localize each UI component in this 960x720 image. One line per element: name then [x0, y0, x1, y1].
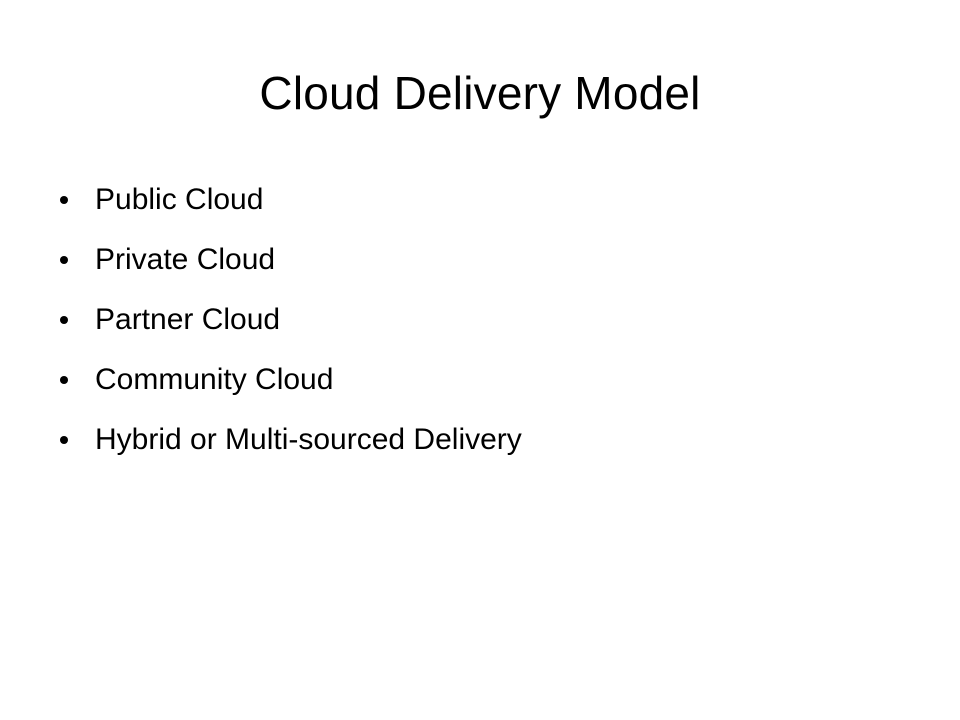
bullet-text: Community Cloud — [95, 363, 334, 396]
bullet-text: Partner Cloud — [95, 303, 281, 336]
bullet-item-community-cloud: Community Cloud — [60, 354, 900, 414]
bullet-item-private-cloud: Private Cloud — [60, 234, 900, 294]
bullet-item-public-cloud: Public Cloud — [60, 174, 900, 234]
bullet-icon — [60, 196, 68, 204]
bullet-icon — [60, 436, 68, 444]
bullet-text: Private Cloud — [95, 243, 276, 276]
bullet-icon — [60, 316, 68, 324]
slide-title: Cloud Delivery Model — [259, 67, 701, 119]
bullet-icon — [60, 376, 68, 384]
bullet-icon — [60, 256, 68, 264]
bullet-item-hybrid-delivery: Hybrid or Multi-sourced Delivery — [60, 414, 900, 474]
bullet-text: Hybrid or Multi-sourced Delivery — [95, 423, 522, 456]
bullet-list: Public Cloud Private Cloud Partner Cloud… — [60, 174, 900, 474]
bullet-item-partner-cloud: Partner Cloud — [60, 294, 900, 354]
bullet-text: Public Cloud — [95, 183, 264, 216]
